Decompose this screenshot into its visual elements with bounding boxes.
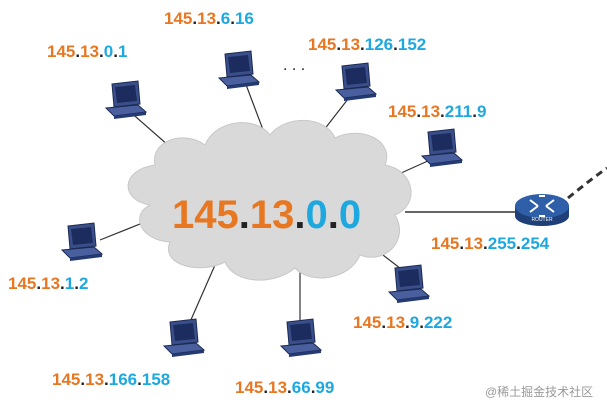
network-address-label: 145.13.0.0 xyxy=(172,193,361,237)
computer-icon xyxy=(162,318,206,357)
computer-icon xyxy=(60,222,104,261)
host-ip-h3: 145.13.126.152 xyxy=(308,35,426,54)
host-ip-h2: 145.13.6.16 xyxy=(164,9,254,28)
network-octet-1: 145 xyxy=(172,193,239,237)
link-h2 xyxy=(244,81,266,136)
link-h6 xyxy=(189,264,216,323)
network-octet-3: 0 xyxy=(306,193,328,237)
computer-icon xyxy=(104,80,148,119)
host-ip-h5: 145.13.1.2 xyxy=(8,274,88,293)
watermark-text: @稀土掘金技术社区 xyxy=(485,384,593,399)
router: ROUTER xyxy=(515,194,569,226)
hosts xyxy=(60,50,464,357)
computer-icon xyxy=(420,128,464,167)
network-octet-2: 13 xyxy=(250,193,295,237)
more-hosts-ellipsis: . . . xyxy=(283,57,305,74)
uplink-dashed xyxy=(567,166,607,200)
computer-icon xyxy=(334,62,378,101)
router-label: ROUTER xyxy=(531,217,553,223)
computer-icon xyxy=(217,50,261,89)
network-octet-4: 0 xyxy=(339,193,361,237)
computer-icon xyxy=(279,318,323,357)
host-ip-h4: 145.13.211.9 xyxy=(388,102,486,121)
host-ip-h1: 145.13.0.1 xyxy=(47,42,127,61)
host-ip-h6: 145.13.166.158 xyxy=(52,370,170,389)
router-ip: 145.13.255.254 xyxy=(431,234,550,253)
host-ip-h8: 145.13.9.222 xyxy=(353,313,452,332)
computer-icon xyxy=(387,264,431,303)
host-ip-h7: 145.13.66.99 xyxy=(235,378,334,397)
host-labels: 145.13.0.1 145.13.6.16 145.13.126.152 14… xyxy=(8,9,550,397)
network-cloud xyxy=(127,119,412,281)
